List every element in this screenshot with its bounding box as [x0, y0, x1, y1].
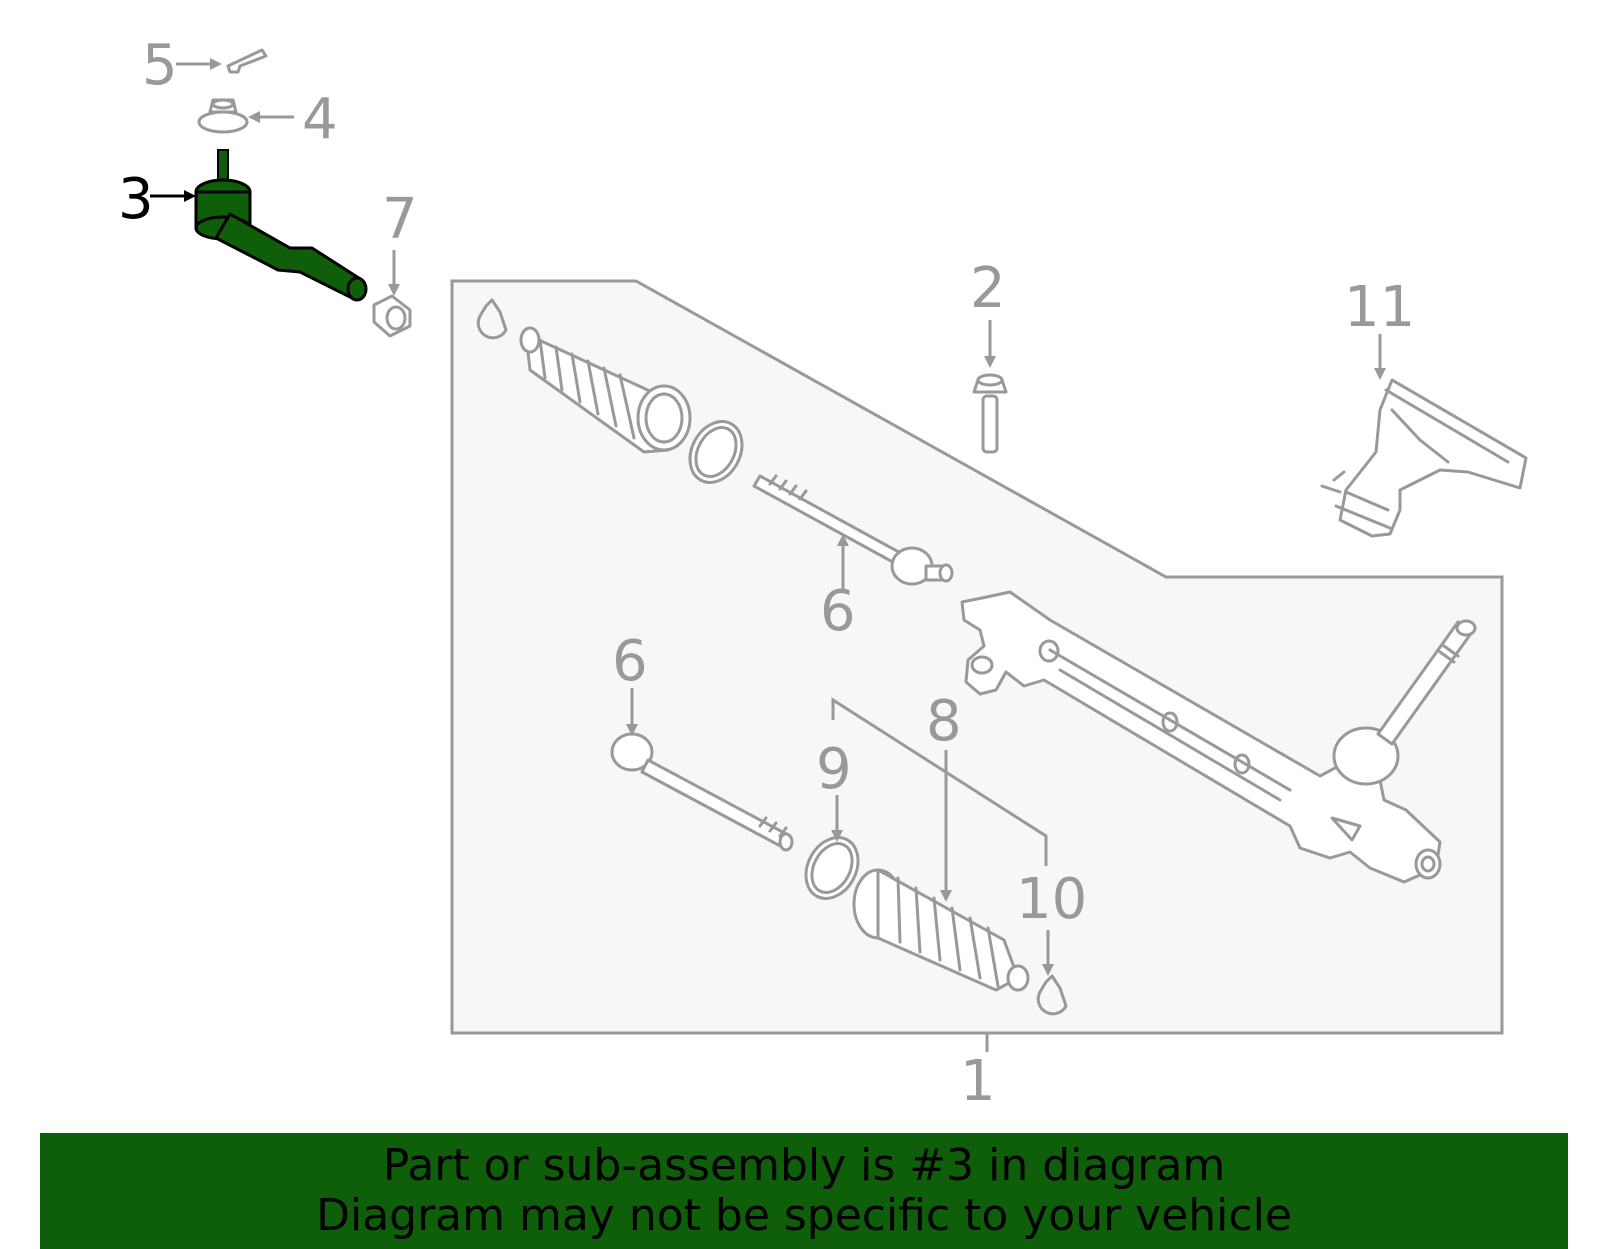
callout-7: 7 [382, 187, 418, 252]
rack-housing[interactable] [960, 590, 1477, 884]
boot-clamp-upper[interactable] [476, 298, 508, 340]
callout-9: 9 [816, 737, 852, 802]
callout-2: 2 [970, 256, 1006, 321]
banner-line-1: Part or sub-assembly is #3 in diagram [382, 1140, 1226, 1191]
ring-lower-part-9[interactable] [796, 828, 868, 907]
callout-8: 8 [926, 689, 962, 754]
inner-tie-rod-lower-part-6[interactable] [610, 732, 794, 852]
group-bracket-9-10 [831, 697, 1048, 866]
callout-6-lower: 6 [612, 629, 648, 694]
ring-upper[interactable] [680, 412, 752, 491]
cotter-pin-part-5[interactable] [226, 48, 268, 74]
nut-part-4[interactable] [197, 98, 249, 134]
callout-3: 3 [118, 167, 154, 232]
inner-tie-rod-upper-part-6[interactable] [752, 474, 954, 586]
callout-10: 10 [1016, 867, 1087, 932]
tie-rod-end-part-3[interactable] [194, 149, 368, 302]
bolt-part-2[interactable] [972, 373, 1008, 454]
rack-boot-upper[interactable] [519, 326, 692, 454]
boot-clamp-lower-part-10[interactable] [1036, 974, 1068, 1016]
callout-5: 5 [142, 33, 178, 98]
callout-6-upper: 6 [820, 579, 856, 644]
info-banner: Part or sub-assembly is #3 in diagram Di… [40, 1133, 1568, 1249]
callout-4: 4 [302, 87, 338, 152]
rack-boot-lower-part-8[interactable] [852, 868, 1030, 992]
callout-11: 11 [1344, 275, 1415, 340]
banner-line-2: Diagram may not be specific to your vehi… [316, 1190, 1292, 1241]
bushing-part-7[interactable] [372, 294, 412, 338]
cover-part-11[interactable] [1320, 378, 1528, 538]
callout-1: 1 [960, 1049, 996, 1114]
